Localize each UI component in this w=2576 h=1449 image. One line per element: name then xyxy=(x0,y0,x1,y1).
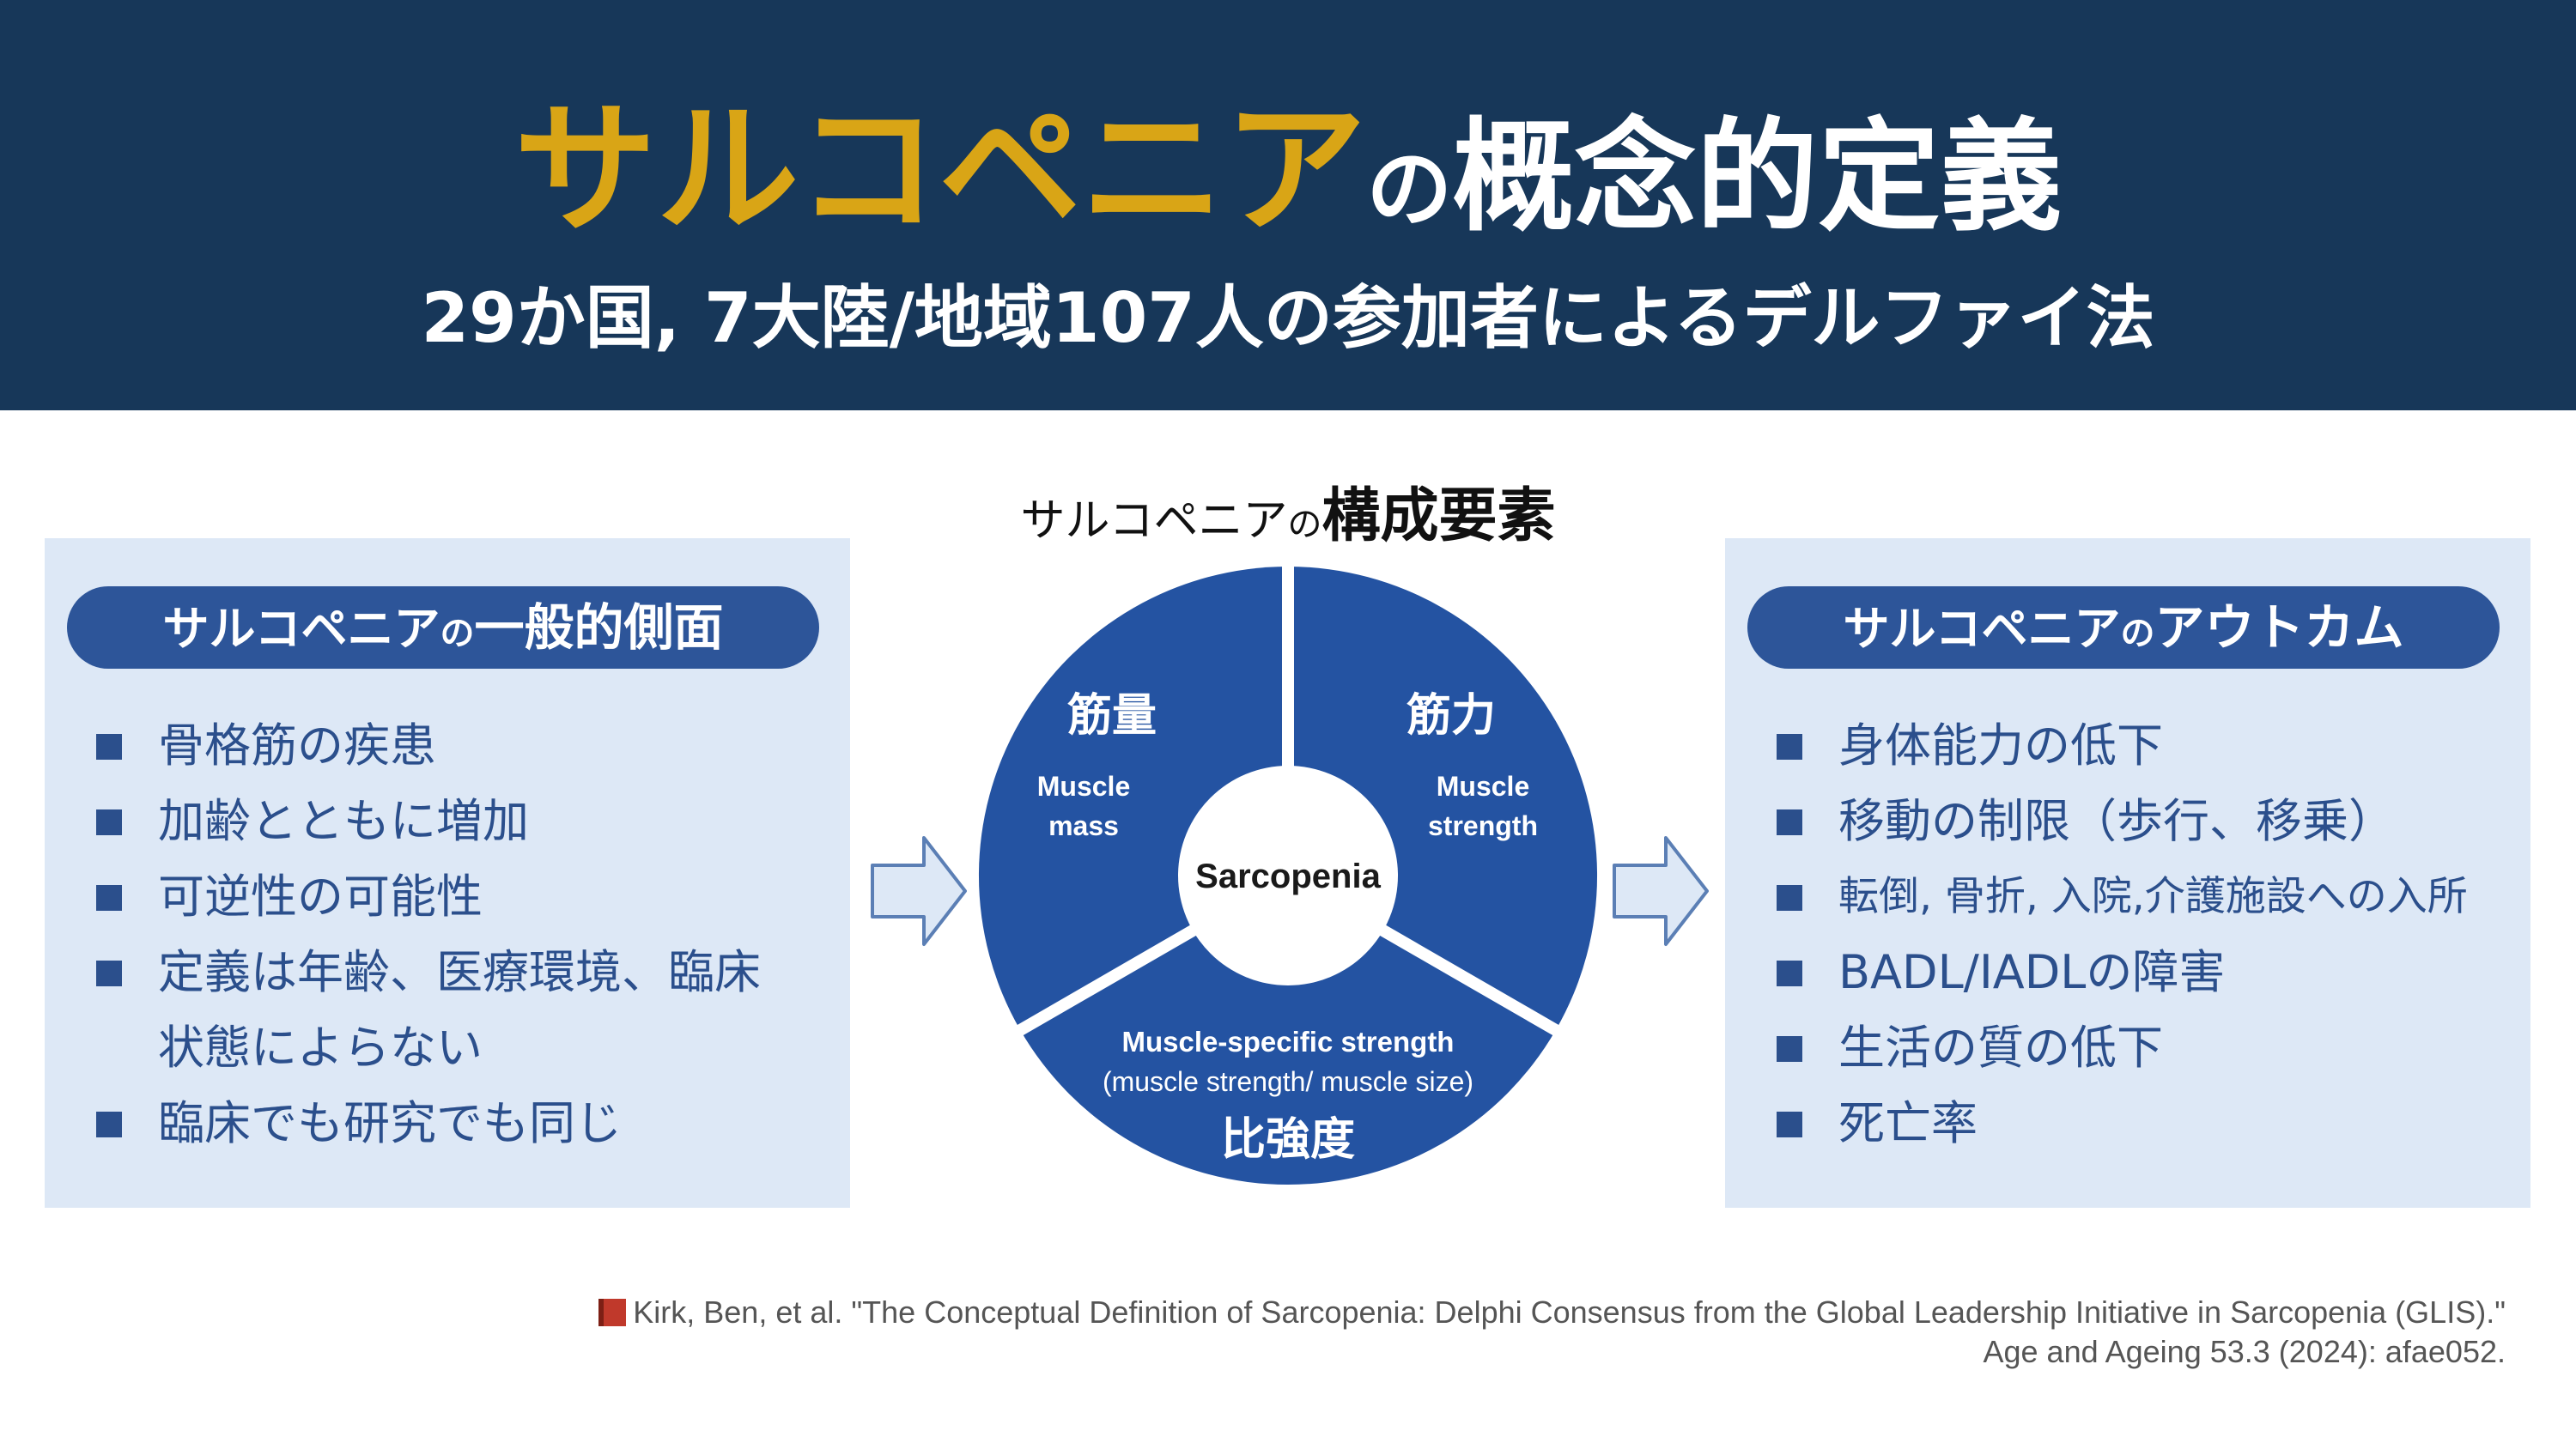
bullet-square-icon xyxy=(1777,961,1802,986)
list-item: 臨床でも研究でも同じ xyxy=(96,1086,835,1161)
list-item-text: 死亡率 xyxy=(1838,1096,1978,1150)
components-title-part2: の xyxy=(1287,505,1322,544)
right-arrow-icon xyxy=(871,836,967,946)
outcomes-panel: サルコペニアのアウトカム 身体能力の低下 移動の制限（歩行、移乗） 転倒, 骨折… xyxy=(1725,538,2530,1208)
citation: Kirk, Ben, et al. "The Conceptual Defini… xyxy=(598,1293,2506,1372)
list-item-text: 臨床でも研究でも同じ xyxy=(158,1096,622,1150)
list-item-continuation: 状態によらない xyxy=(96,1010,835,1086)
citation-line-1: Kirk, Ben, et al. "The Conceptual Defini… xyxy=(598,1293,2506,1332)
center-label: Sarcopenia xyxy=(1195,858,1381,895)
list-item-text: 加齢とともに増加 xyxy=(158,794,529,848)
outcomes-heading: サルコペニアのアウトカム xyxy=(1747,586,2500,669)
list-item-text: 状態によらない xyxy=(158,1021,483,1075)
sarcopenia-components-diagram: Sarcopenia 筋量 Muscle mass 筋力 Muscle stre… xyxy=(978,558,1598,1185)
specific-strength-jp-label: 比強度 xyxy=(1221,1114,1355,1166)
list-item: 死亡率 xyxy=(1777,1086,2515,1161)
list-item: 骨格筋の疾患 xyxy=(96,708,835,784)
title-rest: 概念的定義 xyxy=(1452,106,2063,248)
muscle-strength-en-label-1: Muscle xyxy=(1437,771,1529,802)
bullet-square-icon xyxy=(1777,885,1802,911)
title-particle: の xyxy=(1366,139,1453,239)
bullet-square-icon xyxy=(96,809,122,835)
components-title: サルコペニアの構成要素 xyxy=(945,468,1631,553)
outcomes-list: 身体能力の低下 移動の制限（歩行、移乗） 転倒, 骨折, 入院,介護施設への入所… xyxy=(1777,708,2515,1161)
list-item: 可逆性の可能性 xyxy=(96,859,835,935)
muscle-strength-jp-label: 筋力 xyxy=(1406,690,1496,742)
muscle-mass-jp-label: 筋量 xyxy=(1067,690,1157,742)
list-item-text: 定義は年齢、医療環境、臨床 xyxy=(158,945,761,999)
general-aspects-panel: サルコペニアの一般的側面 骨格筋の疾患 加齢とともに増加 可逆性の可能性 定義は… xyxy=(45,538,850,1208)
list-item-text: 転倒, 骨折, 入院,介護施設への入所 xyxy=(1838,873,2468,920)
heading-part1: サルコペニア xyxy=(162,602,440,656)
list-item: 身体能力の低下 xyxy=(1777,708,2515,784)
list-item: BADL/IADLの障害 xyxy=(1777,935,2515,1010)
muscle-strength-en-label-2: strength xyxy=(1428,810,1538,841)
citation-text-1: Kirk, Ben, et al. "The Conceptual Defini… xyxy=(633,1294,2506,1330)
list-item: 移動の制限（歩行、移乗） xyxy=(1777,784,2515,859)
muscle-mass-en-label-1: Muscle xyxy=(1037,771,1130,802)
bullet-square-icon xyxy=(1777,809,1802,835)
heading-part1: サルコペニア xyxy=(1843,602,2121,656)
bullet-square-icon xyxy=(96,1112,122,1137)
specific-strength-en-label-2: (muscle strength/ muscle size) xyxy=(1103,1066,1473,1097)
heading-part3: アウトカム xyxy=(2154,598,2404,657)
specific-strength-en-label-1: Muscle-specific strength xyxy=(1122,1026,1455,1058)
list-item: 定義は年齢、医療環境、臨床 xyxy=(96,935,835,1010)
bullet-square-icon xyxy=(96,734,122,760)
title-accent: サルコペニア xyxy=(513,88,1367,253)
center-circle xyxy=(1178,766,1398,985)
muscle-mass-en-label-2: mass xyxy=(1048,810,1119,841)
general-aspects-heading: サルコペニアの一般的側面 xyxy=(67,586,819,669)
heading-part2: の xyxy=(2120,614,2155,653)
list-item: 転倒, 骨折, 入院,介護施設への入所 xyxy=(1777,859,2515,935)
header-banner: サルコペニアの概念的定義 29か国, 7大陸/地域107人の参加者によるデルファ… xyxy=(0,0,2576,410)
list-item-text: 生活の質の低下 xyxy=(1838,1021,2163,1075)
bullet-square-icon xyxy=(96,961,122,986)
bullet-square-icon xyxy=(96,885,122,911)
bullet-square-icon xyxy=(1777,1112,1802,1137)
list-item-text: 可逆性の可能性 xyxy=(158,870,483,924)
right-arrow-icon xyxy=(1613,836,1709,946)
bullet-square-icon xyxy=(1777,734,1802,760)
list-item-text: BADL/IADLの障害 xyxy=(1838,945,2226,999)
page-subtitle: 29か国, 7大陸/地域107人の参加者によるデルファイ法 xyxy=(421,278,2155,358)
heading-part3: 一般的側面 xyxy=(474,598,724,657)
components-title-part1: サルコペニア xyxy=(1020,495,1288,547)
list-item-text: 移動の制限（歩行、移乗） xyxy=(1838,794,2395,848)
general-aspects-list: 骨格筋の疾患 加齢とともに増加 可逆性の可能性 定義は年齢、医療環境、臨床 状態… xyxy=(96,708,835,1161)
heading-part2: の xyxy=(440,614,475,653)
list-item-text: 骨格筋の疾患 xyxy=(158,718,436,773)
list-item: 生活の質の低下 xyxy=(1777,1010,2515,1086)
components-title-part3: 構成要素 xyxy=(1321,482,1556,550)
bullet-square-icon xyxy=(1777,1036,1802,1062)
list-item-text: 身体能力の低下 xyxy=(1838,718,2163,773)
book-icon xyxy=(598,1299,627,1326)
list-item: 加齢とともに増加 xyxy=(96,784,835,859)
page-title: サルコペニアの概念的定義 xyxy=(0,92,2576,250)
citation-line-2: Age and Ageing 53.3 (2024): afae052. xyxy=(1983,1334,2506,1369)
